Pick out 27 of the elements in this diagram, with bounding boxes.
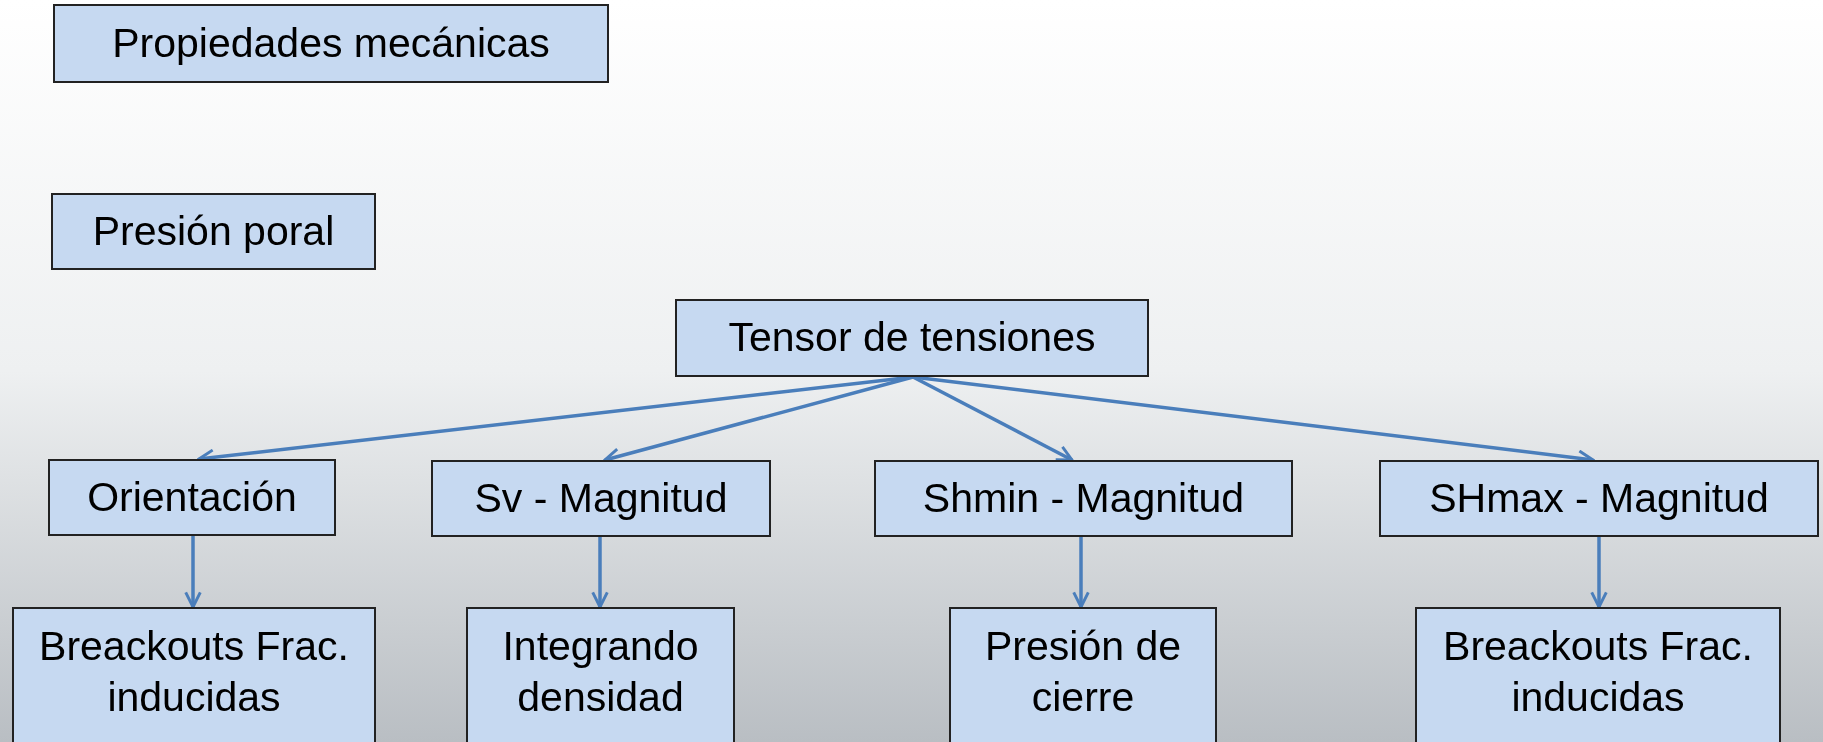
process-box (48, 459, 336, 536)
process-box (874, 460, 1293, 537)
box-label: Presión de cierre (984, 622, 1182, 723)
box-label: Breackouts Frac. inducidas (1442, 622, 1754, 723)
box-label: SHmax - Magnitud (1429, 473, 1769, 523)
arrow (1072, 537, 1090, 609)
process-box (431, 460, 771, 537)
box-label: Presión poral (92, 206, 335, 256)
arrow (591, 537, 609, 609)
box-label: Breackouts Frac. inducidas (38, 622, 350, 723)
arrow (1590, 537, 1608, 609)
arrow (184, 536, 202, 609)
process-box (949, 607, 1217, 742)
process-box (12, 607, 376, 742)
box-label: Shmin - Magnitud (922, 473, 1245, 523)
process-box (53, 4, 609, 83)
process-box (466, 607, 735, 742)
box-label: Propiedades mecánicas (112, 18, 550, 68)
process-box (1379, 460, 1819, 537)
box-label: Tensor de tensiones (728, 313, 1096, 363)
box-label: Sv - Magnitud (474, 473, 728, 523)
process-box (1415, 607, 1781, 742)
process-box (675, 299, 1149, 377)
process-box (51, 193, 376, 270)
box-label: Integrando densidad (501, 622, 700, 723)
box-label: Orientación (87, 472, 297, 522)
arrow (912, 375, 1074, 462)
